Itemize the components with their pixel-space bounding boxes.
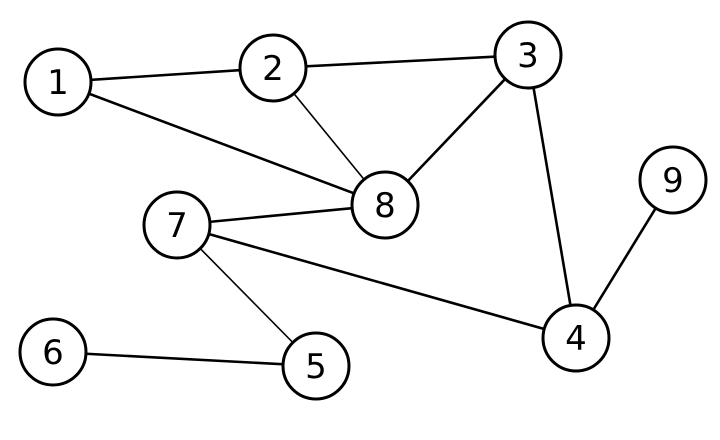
node-circle <box>541 303 611 373</box>
node-circle <box>18 317 88 387</box>
node-6: 6 <box>18 317 88 387</box>
edge-6-5 <box>51 350 318 368</box>
edge-1-2 <box>56 66 275 84</box>
node-label: 1 <box>47 63 69 103</box>
node-4: 4 <box>541 303 611 373</box>
node-circle <box>638 145 708 215</box>
node-circle <box>142 190 212 260</box>
node-label: 5 <box>305 347 327 387</box>
node-circle <box>23 47 93 117</box>
node-circle <box>238 33 308 103</box>
node-circle <box>493 20 563 90</box>
node-2: 2 <box>238 33 308 103</box>
node-5: 5 <box>281 331 351 401</box>
edge-7-8 <box>175 203 387 227</box>
node-label: 7 <box>166 206 188 246</box>
node-circle <box>281 331 351 401</box>
edge-7-4 <box>175 223 578 340</box>
node-label: 4 <box>565 319 587 359</box>
nodes-layer: 1 2 3 4 5 6 7 8 9 <box>18 20 708 401</box>
node-label: 2 <box>262 49 284 89</box>
edge-2-3 <box>271 53 530 70</box>
node-3: 3 <box>493 20 563 90</box>
node-label: 3 <box>517 36 539 76</box>
node-label: 6 <box>42 333 64 373</box>
node-label: 8 <box>374 186 396 226</box>
node-9: 9 <box>638 145 708 215</box>
node-7: 7 <box>142 190 212 260</box>
edge-3-4 <box>526 53 578 340</box>
edge-1-8 <box>56 80 387 207</box>
node-8: 8 <box>350 170 420 240</box>
node-1: 1 <box>23 47 93 117</box>
node-label: 9 <box>662 161 684 201</box>
node-circle <box>350 170 420 240</box>
edge-3-8 <box>383 53 530 207</box>
